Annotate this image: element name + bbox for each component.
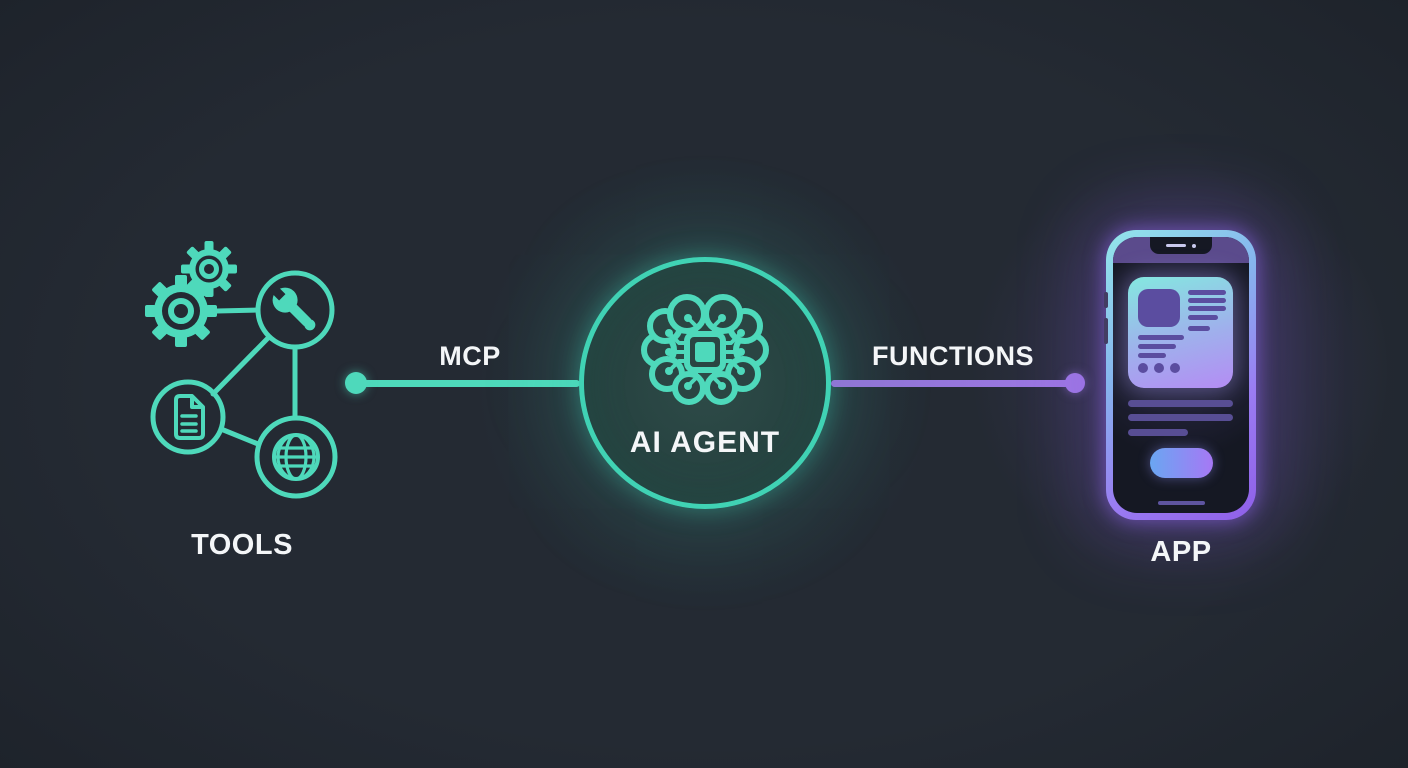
ai-agent-node (579, 257, 831, 509)
screen-text-line (1128, 400, 1233, 407)
phone-side-button (1104, 292, 1108, 308)
card-dot (1154, 363, 1164, 373)
functions-label: FUNCTIONS (872, 341, 1034, 371)
tools-label: TOOLS (191, 529, 293, 561)
card-dot (1170, 363, 1180, 373)
camera-icon (1192, 243, 1196, 248)
app-label: APP (1150, 536, 1212, 568)
tools-connector-lines (210, 307, 298, 447)
card-text-line (1188, 315, 1218, 320)
globe-icon (254, 415, 338, 499)
tools-cluster (145, 241, 338, 499)
screen-text-line (1128, 429, 1188, 436)
mcp-label: MCP (439, 341, 501, 371)
card-text-line (1188, 290, 1226, 295)
mcp-endpoint-dot (345, 372, 367, 394)
speaker-icon (1166, 244, 1186, 247)
card-dot (1138, 363, 1148, 373)
phone-notch (1150, 237, 1212, 254)
screen-text-line (1128, 414, 1233, 421)
ai-agent-label: AI AGENT (629, 426, 781, 459)
small-gear-icon (181, 241, 237, 297)
card-text-line (1188, 298, 1226, 303)
brain-chip-icon (641, 294, 769, 405)
phone-screen (1113, 237, 1249, 513)
phone-side-button (1104, 318, 1108, 344)
card-text-line (1138, 353, 1166, 358)
card-text-line (1188, 326, 1210, 331)
phone-statusbar (1113, 237, 1249, 263)
card-text-line (1138, 335, 1184, 340)
wrench-icon (255, 270, 335, 350)
app-action-button (1150, 448, 1213, 478)
smartphone-icon (1104, 230, 1256, 520)
mcp-connection-line (356, 380, 580, 387)
functions-connection-line (831, 380, 1069, 387)
large-gear-icon (145, 275, 217, 347)
document-icon (150, 379, 226, 455)
home-indicator (1158, 501, 1205, 505)
card-image-placeholder (1138, 289, 1180, 327)
card-text-line (1188, 306, 1226, 311)
functions-endpoint-dot (1065, 373, 1085, 393)
app-content-card (1128, 277, 1233, 388)
card-text-line (1138, 344, 1176, 349)
